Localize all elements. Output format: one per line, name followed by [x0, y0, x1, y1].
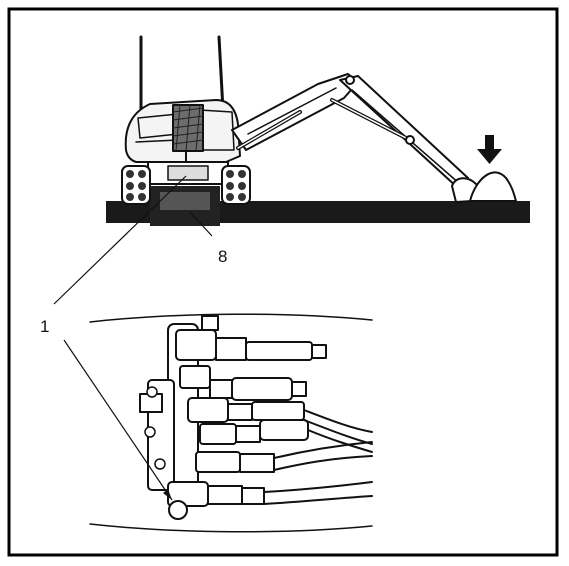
track-right: [221, 165, 251, 205]
fitting-row-3: [139, 393, 305, 423]
callout-label-hose-connection: 1: [40, 317, 49, 336]
spoil-mound: [469, 171, 517, 202]
fitting-row-1: [175, 315, 327, 361]
canopy-post-right: [217, 35, 225, 112]
callout-label-ground-pit: 8: [218, 247, 227, 266]
fitting-row-4: [199, 419, 309, 445]
track-left: [121, 165, 151, 205]
leader-lines: [53, 175, 213, 501]
down-arrow-icon: [477, 135, 502, 164]
excavator-illustration: [106, 35, 530, 226]
hose-fitting-detail: [89, 313, 373, 533]
figure-frame: [7, 7, 559, 557]
bleed-plug: [168, 500, 188, 520]
fitting-row-5: [195, 441, 373, 473]
fitting-row-6: [167, 481, 373, 520]
arm: [339, 75, 469, 189]
fitting-row-2: [179, 365, 307, 401]
